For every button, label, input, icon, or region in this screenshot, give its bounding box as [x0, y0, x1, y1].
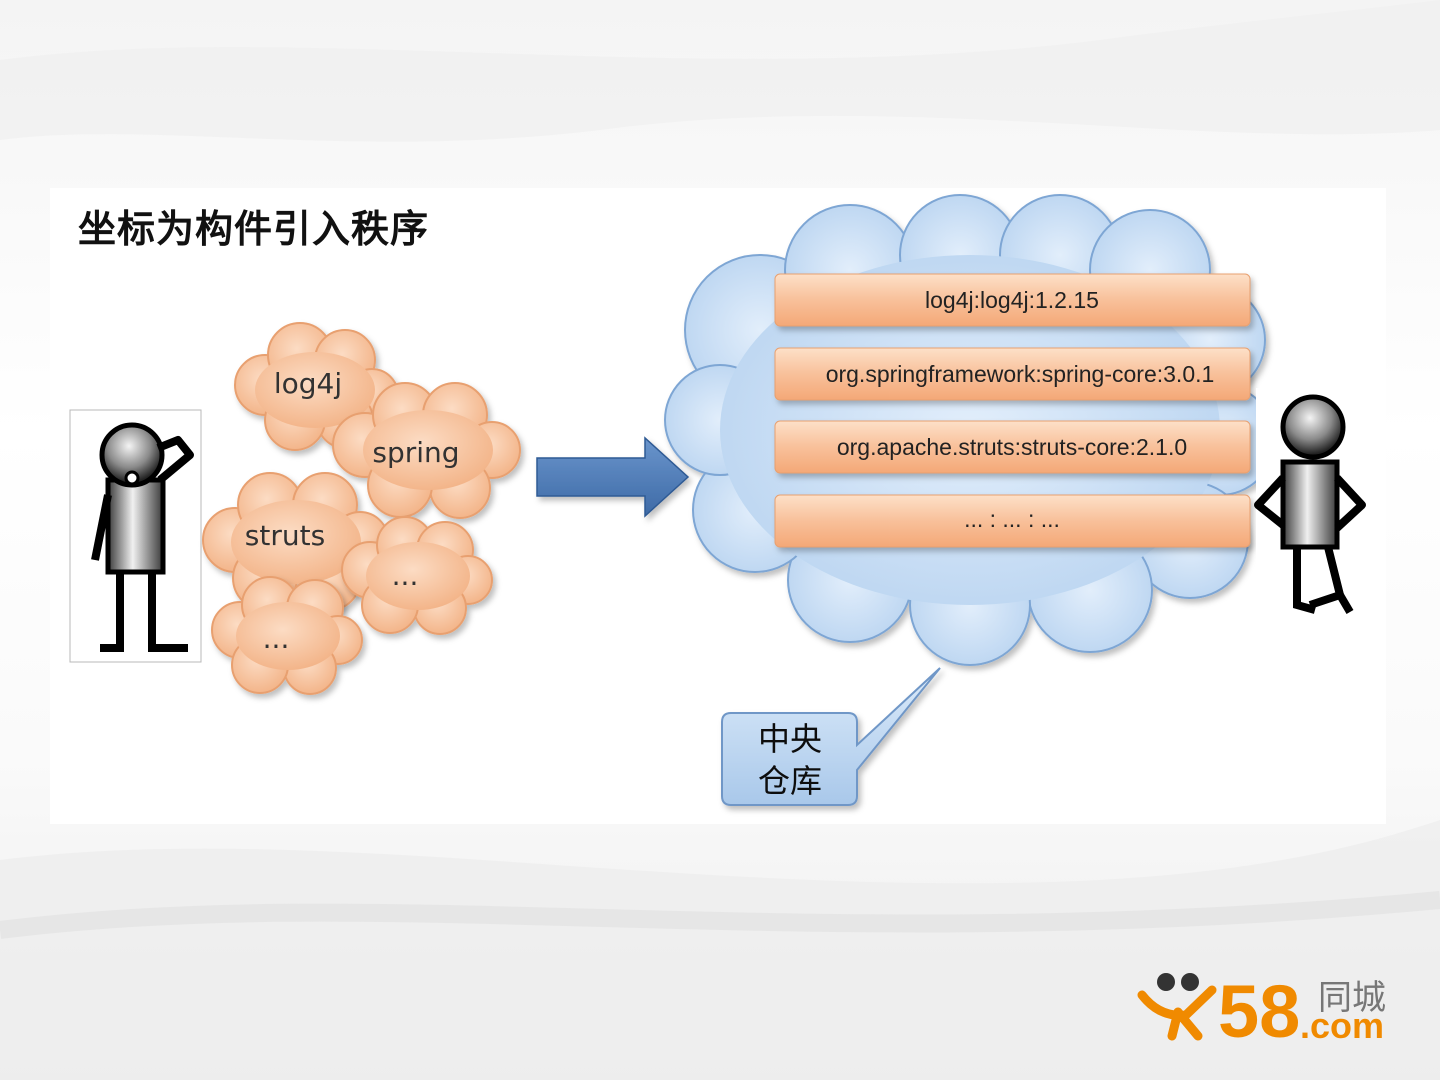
repository-entry: org.springframework:spring-core:3.0.1 — [774, 347, 1251, 401]
artifact-cloud-label: ... — [392, 559, 419, 592]
repository-entry-text: org.springframework:spring-core:3.0.1 — [826, 361, 1215, 387]
logo-chinese-text: 同城 — [1318, 978, 1386, 1018]
artifact-cloud-label: ... — [263, 622, 290, 655]
artifact-cloud-label: log4j — [274, 367, 342, 400]
artifact-cloud-label: spring — [372, 436, 459, 469]
repository-entry-text: ... : ... : ... — [964, 506, 1060, 532]
smiley-mascot-icon — [1137, 973, 1217, 1041]
artifact-cloud-label: struts — [245, 519, 325, 552]
logo-number: 58 — [1218, 970, 1300, 1053]
artifact-cloud-spring: spring — [332, 382, 521, 519]
central-repository-callout: 中央 仓库 — [721, 667, 941, 806]
artifact-cloud-more: ... — [341, 516, 493, 635]
callout-line1: 中央 — [758, 720, 822, 758]
58-logo: 58 同城 .com — [1137, 970, 1386, 1053]
slide-title: 坐标为构件引入秩序 — [78, 207, 430, 251]
repository-entry: log4j:log4j:1.2.15 — [774, 273, 1251, 327]
artifact-cloud-more: ... — [211, 576, 363, 695]
thinking-person-figure — [69, 409, 202, 663]
leaning-person-figure — [1254, 388, 1384, 620]
repository-entry: ... : ... : ... — [774, 494, 1251, 548]
repository-entry-text: org.apache.struts:struts-core:2.1.0 — [837, 434, 1187, 460]
right-arrow-icon — [536, 436, 690, 518]
callout-line2: 仓库 — [758, 762, 822, 800]
logo-domain-text: .com — [1300, 1005, 1384, 1046]
repository-entry-text: log4j:log4j:1.2.15 — [925, 287, 1099, 313]
repository-entry: org.apache.struts:struts-core:2.1.0 — [774, 420, 1251, 474]
